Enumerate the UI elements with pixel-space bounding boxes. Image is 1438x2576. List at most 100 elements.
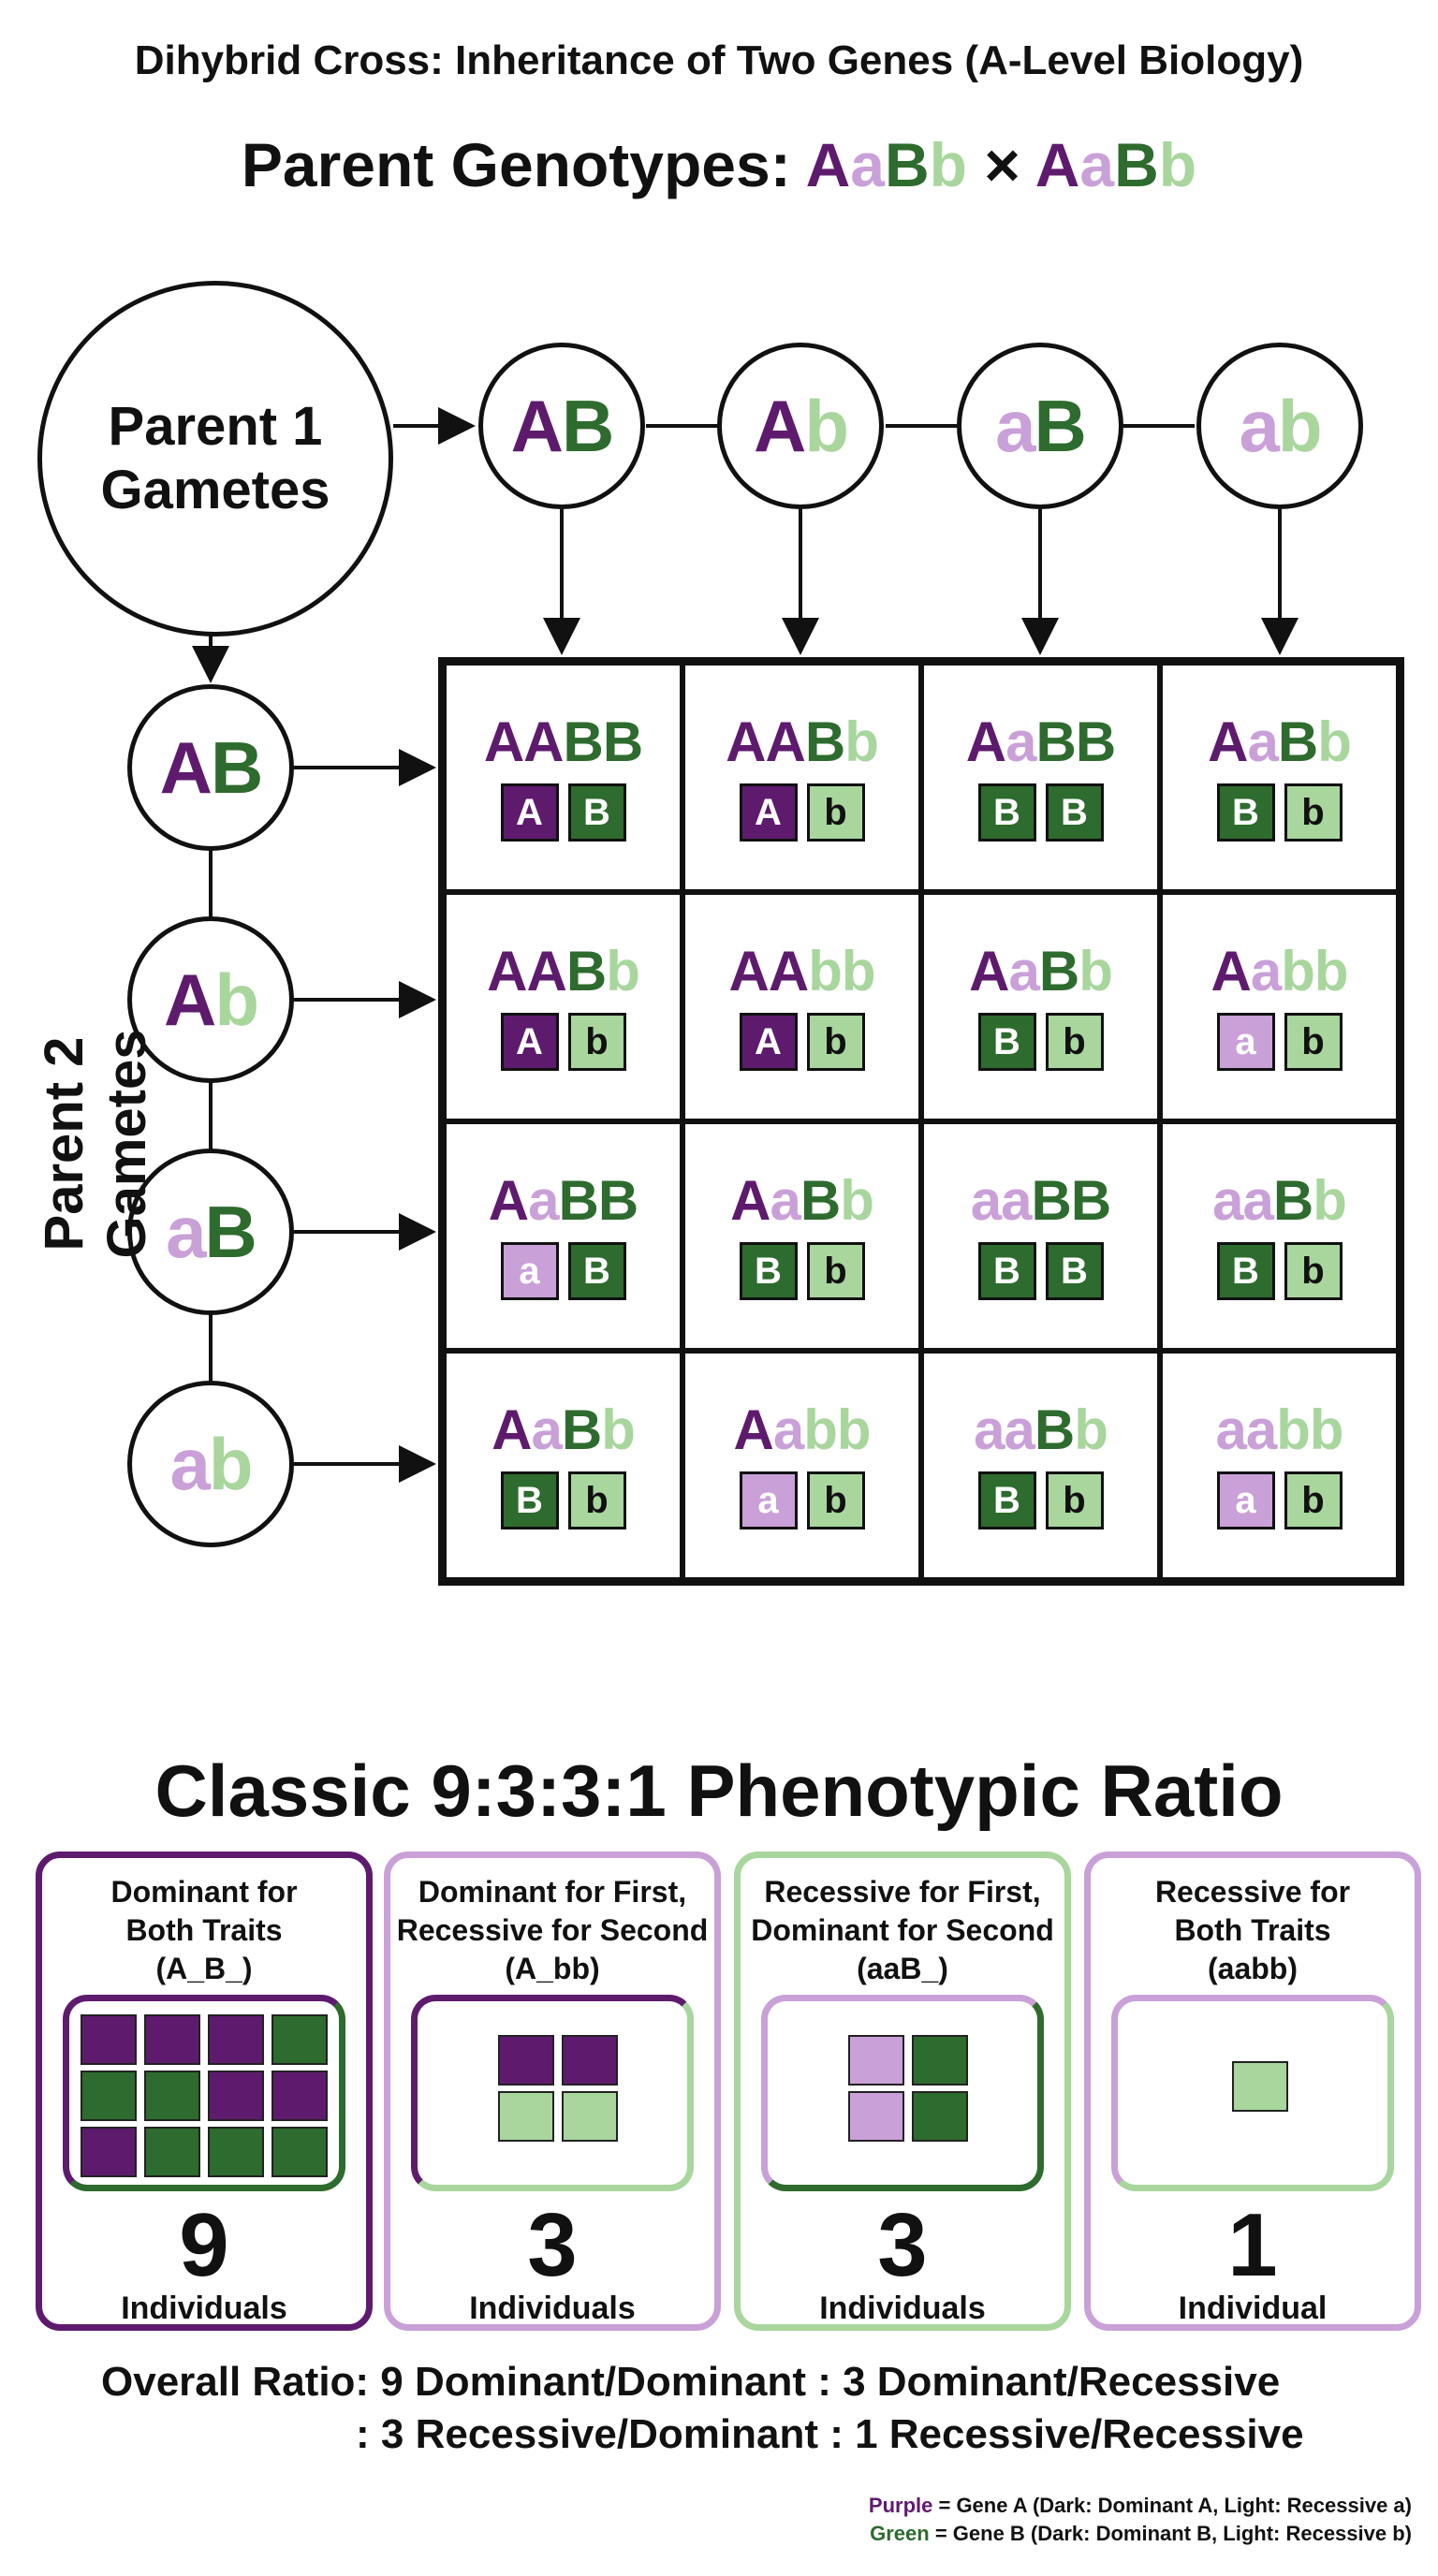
card-unit: Individuals <box>469 2291 636 2326</box>
phenotype-card-dominant-second: Recessive for First, Dominant for Second… <box>734 1852 1071 2331</box>
card-label-line1: Dominant for <box>110 1875 298 1909</box>
allele-chip: A <box>500 1013 559 1071</box>
card-individuals-box <box>63 1995 345 2191</box>
overall-ratio-line1: Overall Ratio: 9 Dominant/Dominant : 3 D… <box>101 2359 1281 2405</box>
individual-square <box>912 2035 968 2086</box>
card-label: Dominant for First, Recessive for Second… <box>390 1873 714 1988</box>
allele-chip: b <box>806 1013 865 1071</box>
card-individuals-box <box>411 1995 694 2191</box>
allele-chip: A <box>739 783 798 842</box>
cell-genotype: AaBb <box>969 940 1113 1003</box>
allele-chip: b <box>806 1471 865 1530</box>
card-count: 1 <box>1227 2195 1278 2295</box>
card-label: Dominant for Both Traits (A_B_) <box>42 1873 366 1988</box>
card-label-line3: (A_bb) <box>505 1951 600 1985</box>
parent2-genotype: AaBb <box>1034 130 1197 199</box>
individual-square <box>271 2127 328 2177</box>
individual-square <box>562 2091 618 2142</box>
card-individuals-box <box>761 1995 1044 2191</box>
allele-chip: a <box>500 1242 559 1300</box>
allele-chip: B <box>977 1013 1036 1071</box>
allele-chip: b <box>1045 1471 1104 1530</box>
card-label-line3: (aabb) <box>1208 1951 1298 1985</box>
allele-chip: b <box>806 783 865 842</box>
card-label-line1: Dominant for First, <box>418 1875 687 1909</box>
color-key-gene-a: Purple = Gene A (Dark: Dominant A, Light… <box>869 2494 1412 2518</box>
cell-genotype: aaBB <box>970 1169 1111 1232</box>
cell-genotype: AaBb <box>492 1398 636 1461</box>
allele-chip: B <box>567 783 626 842</box>
allele-chip: B <box>977 1242 1036 1300</box>
individual-square <box>81 2127 137 2177</box>
allele-chip: B <box>567 1242 626 1300</box>
allele-chip: b <box>1284 783 1343 842</box>
allele-chip: a <box>739 1471 798 1530</box>
allele-chip: b <box>806 1242 865 1300</box>
card-count: 3 <box>877 2195 928 2295</box>
cross-symbol: × <box>984 130 1020 199</box>
card-label: Recessive for Both Traits (aabb) <box>1091 1873 1415 1988</box>
allele-chip: b <box>1284 1242 1343 1300</box>
individual-square <box>81 2014 137 2065</box>
individual-square <box>144 2014 200 2065</box>
parent1-label-line1: Parent 1 <box>108 395 323 457</box>
allele-chip: b <box>1284 1013 1343 1071</box>
cell-genotype: aaBb <box>1212 1169 1347 1232</box>
parent1-gametes-circle: Parent 1 Gametes <box>37 281 393 637</box>
phenotype-card-dominant-first: Dominant for First, Recessive for Second… <box>384 1852 721 2331</box>
overall-ratio-line2: : 3 Recessive/Dominant : 1 Recessive/Rec… <box>356 2411 1304 2457</box>
cell-genotype: Aabb <box>1211 940 1348 1003</box>
cell-genotype: aabb <box>1215 1398 1343 1461</box>
card-label-line1: Recessive for First, <box>764 1875 1041 1909</box>
key-purple-word: Purple <box>868 2494 933 2517</box>
individual-square <box>562 2035 618 2086</box>
card-individuals-box <box>1111 1995 1394 2191</box>
key-green-text: = Gene B (Dark: Dominant B, Light: Reces… <box>929 2522 1412 2545</box>
individual-square <box>208 2014 264 2065</box>
allele-chip: A <box>500 783 559 842</box>
card-label: Recessive for First, Dominant for Second… <box>741 1873 1064 1988</box>
card-count: 9 <box>179 2195 229 2295</box>
card-label-line2: Both Traits <box>1174 1912 1331 1947</box>
individual-square <box>848 2091 904 2142</box>
parent1-label-line2: Gametes <box>100 460 330 520</box>
allele-chip: B <box>500 1471 559 1530</box>
cell-genotype: aaBb <box>974 1398 1108 1461</box>
ratio-section-title: Classic 9:3:3:1 Phenotypic Ratio <box>154 1749 1284 1832</box>
parent-genotypes-heading: Parent Genotypes: AaBb × AaBb <box>0 129 1438 200</box>
card-label-line2: Dominant for Second <box>751 1912 1054 1947</box>
allele-chip: B <box>739 1242 798 1300</box>
allele-chip: B <box>1216 1242 1275 1300</box>
card-unit: Individual <box>1178 2291 1328 2326</box>
cell-genotype: AABB <box>483 710 643 773</box>
allele-chip: B <box>1216 783 1275 842</box>
allele-chip: a <box>1216 1013 1275 1071</box>
